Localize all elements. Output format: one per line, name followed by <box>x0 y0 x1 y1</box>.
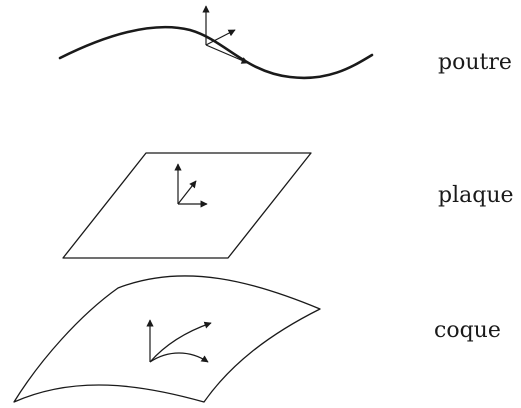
shell-outline <box>13 275 321 403</box>
beam-tangent-axis <box>205 44 249 64</box>
plate-outline <box>62 152 312 259</box>
plate-label: plaque <box>438 183 514 208</box>
plate-inplane-axis-1 <box>177 180 197 205</box>
plate-figure <box>62 152 312 259</box>
beam-figure <box>58 5 374 80</box>
shell-curvilinear-axis-2 <box>149 352 209 363</box>
shell-label: coque <box>434 318 501 343</box>
beam-depth-axis <box>205 29 236 46</box>
shell-curvilinear-axis-1 <box>149 321 212 363</box>
shell-figure <box>13 275 321 403</box>
beam-curve <box>58 25 374 80</box>
beam-label: poutre <box>438 50 512 75</box>
